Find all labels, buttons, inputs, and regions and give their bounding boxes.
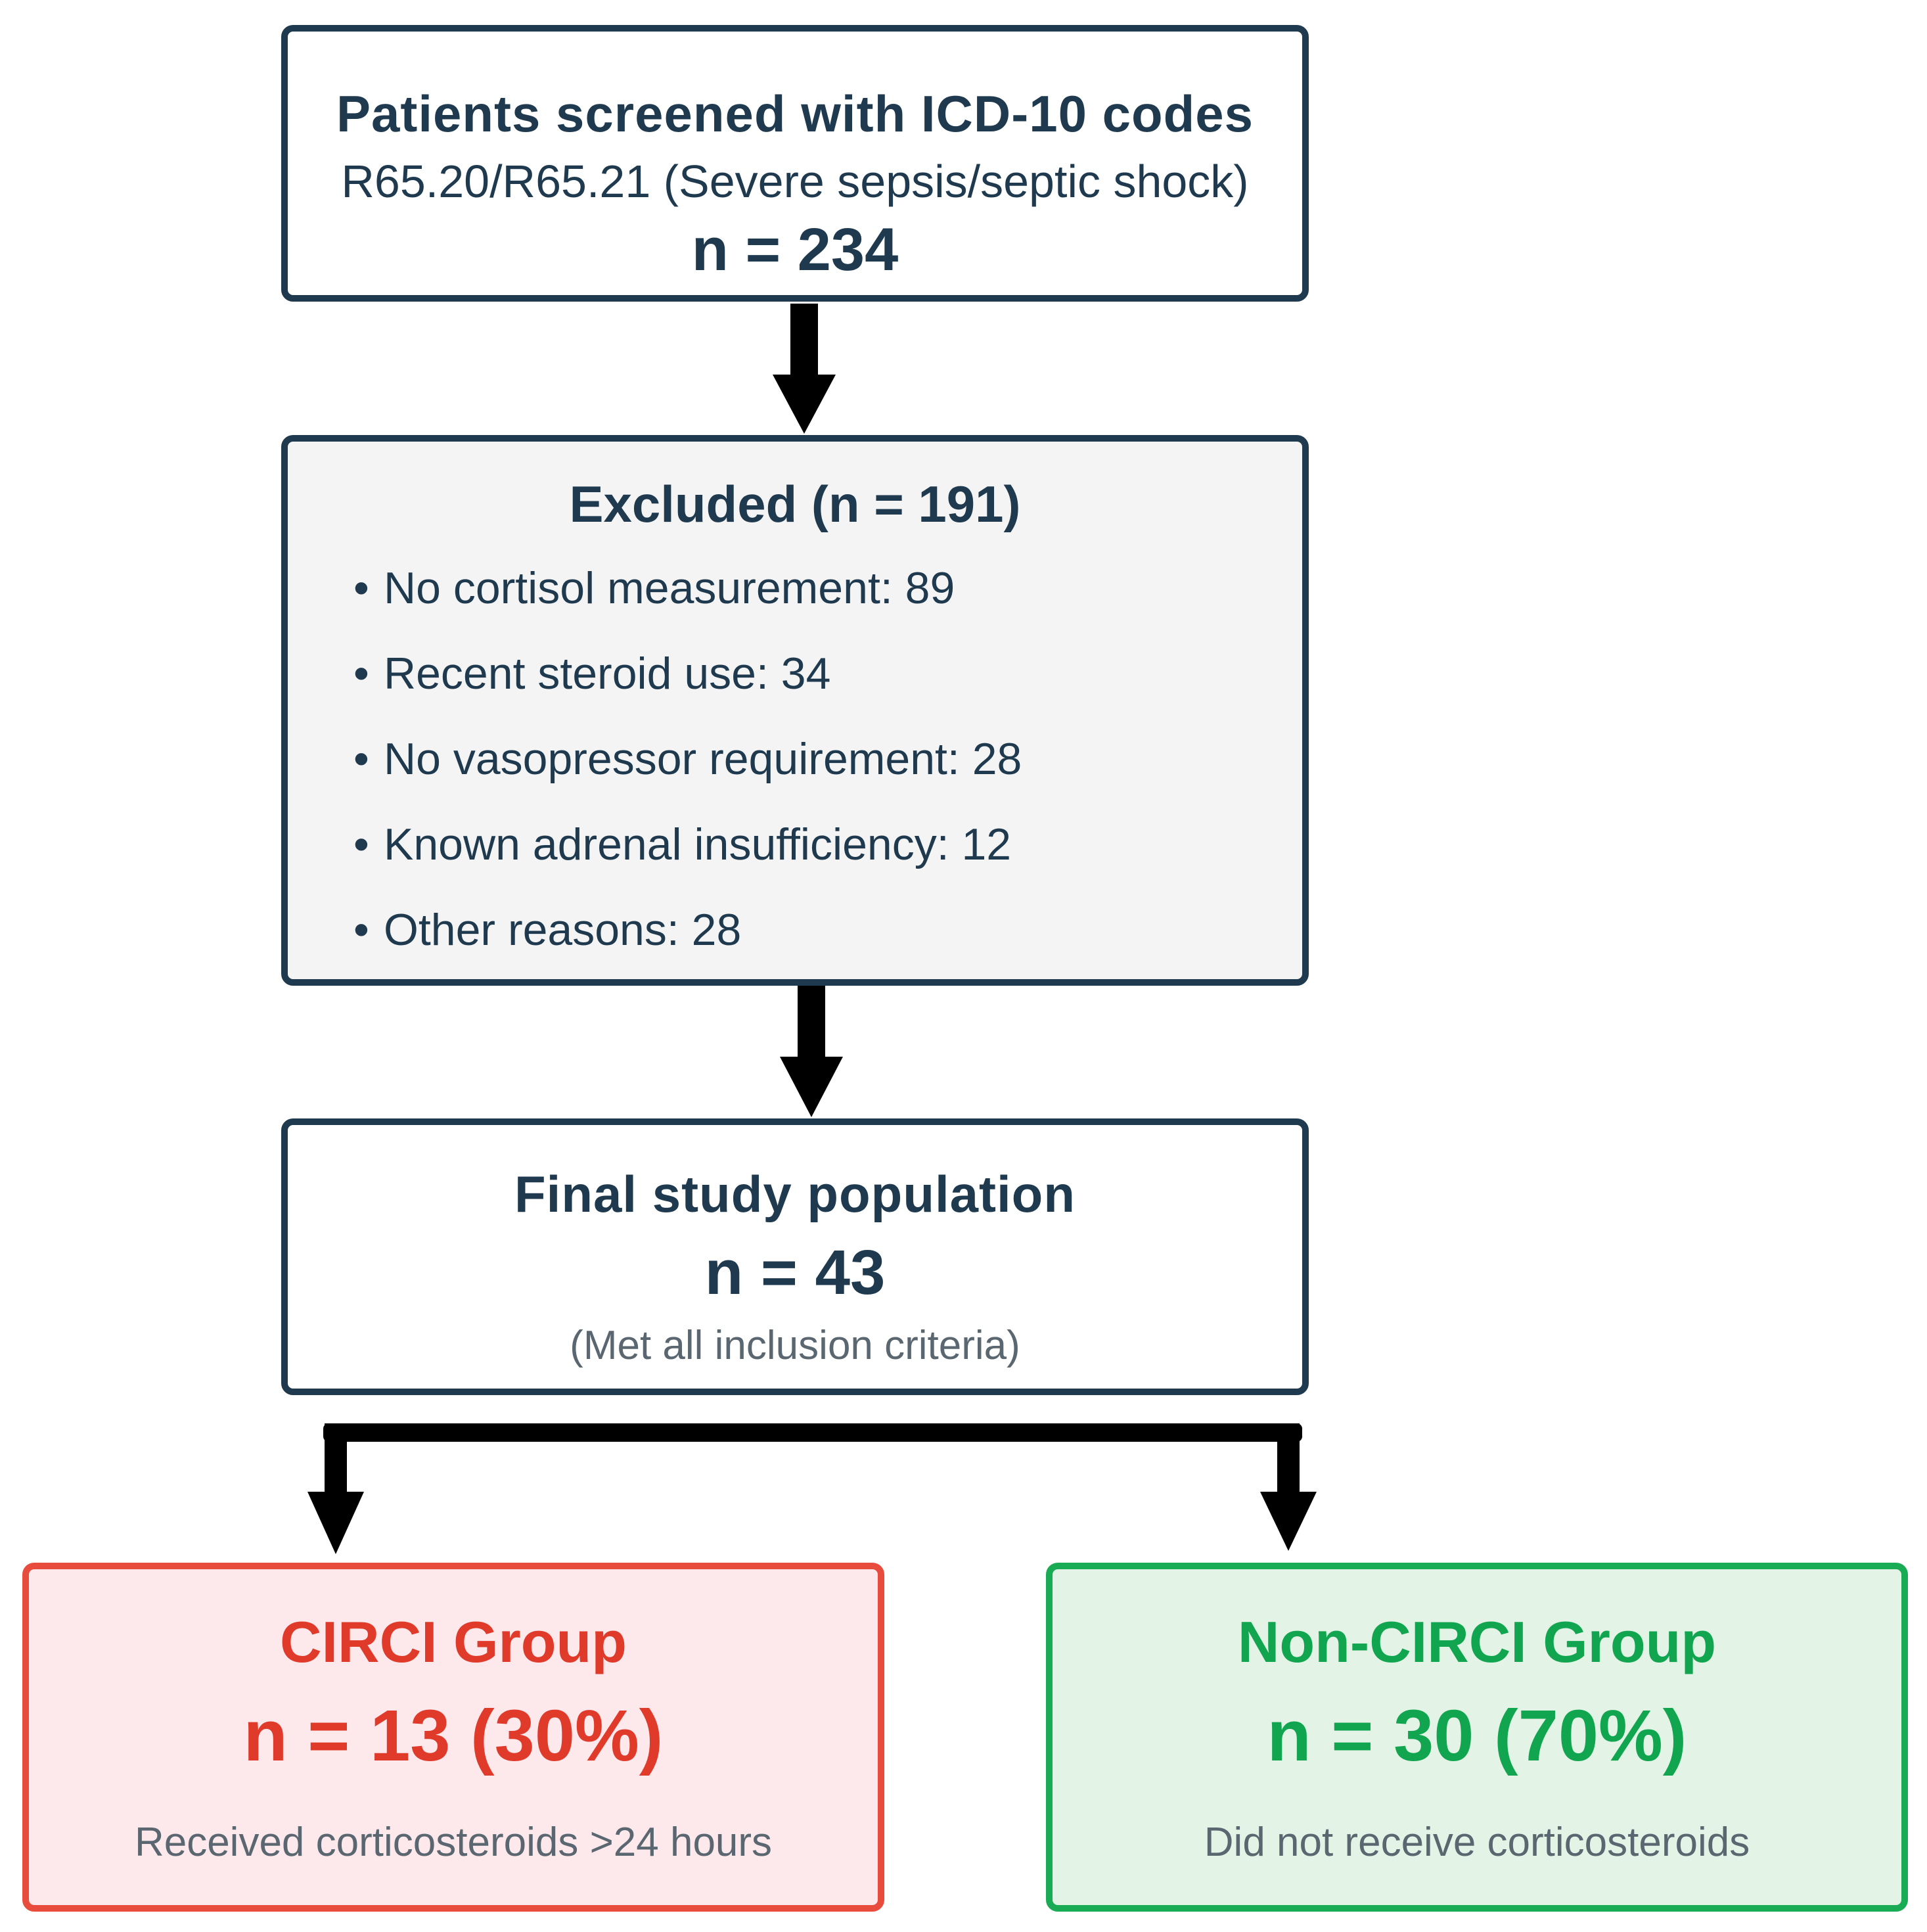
arrow-screened-to-excluded [773, 304, 836, 434]
screened-title: Patients screened with ICD-10 codes [336, 85, 1254, 143]
exclusion-reason: •Known adrenal insufficiency: 12 [353, 815, 1022, 900]
screened-patients-box: Patients screened with ICD-10 codes R65.… [281, 25, 1309, 302]
bullet-icon: • [353, 649, 369, 699]
circi-note: Received corticosteroids >24 hours [134, 1820, 773, 1865]
circi-title: CIRCI Group [280, 1609, 627, 1674]
excluded-box: Excluded (n = 191) •No cortisol measurem… [281, 435, 1309, 986]
exclusion-reason: •Recent steroid use: 34 [353, 644, 1022, 729]
split-connector [307, 1423, 1317, 1554]
non-circi-group-box: Non-CIRCI Group n = 30 (70%) Did not rec… [1046, 1563, 1908, 1912]
exclusion-reason: •Other reasons: 28 [353, 900, 1022, 986]
bullet-icon: • [353, 734, 369, 784]
bullet-icon: • [353, 905, 369, 955]
exclusion-reasons-list: •No cortisol measurement: 89 •Recent ste… [353, 559, 1022, 986]
arrow-excluded-to-final [780, 986, 843, 1117]
final-count: n = 43 [704, 1237, 886, 1308]
exclusion-reason: •No vasopressor requirement: 28 [353, 729, 1022, 815]
non-circi-count: n = 30 (70%) [1267, 1695, 1687, 1776]
non-circi-title: Non-CIRCI Group [1237, 1609, 1717, 1674]
bullet-icon: • [353, 819, 369, 869]
non-circi-note: Did not receive corticosteroids [1204, 1820, 1750, 1865]
exclusion-reason: •No cortisol measurement: 89 [353, 559, 1022, 644]
excluded-title: Excluded (n = 191) [569, 475, 1021, 533]
screened-subtitle: R65.20/R65.21 (Severe sepsis/septic shoc… [341, 156, 1249, 207]
final-note: (Met all inclusion criteria) [570, 1323, 1020, 1368]
bullet-icon: • [353, 563, 369, 613]
final-title: Final study population [514, 1165, 1076, 1223]
screened-count: n = 234 [691, 216, 899, 283]
circi-count: n = 13 (30%) [243, 1695, 664, 1776]
circi-group-box: CIRCI Group n = 13 (30%) Received cortic… [22, 1563, 884, 1912]
final-population-box: Final study population n = 43 (Met all i… [281, 1118, 1309, 1395]
